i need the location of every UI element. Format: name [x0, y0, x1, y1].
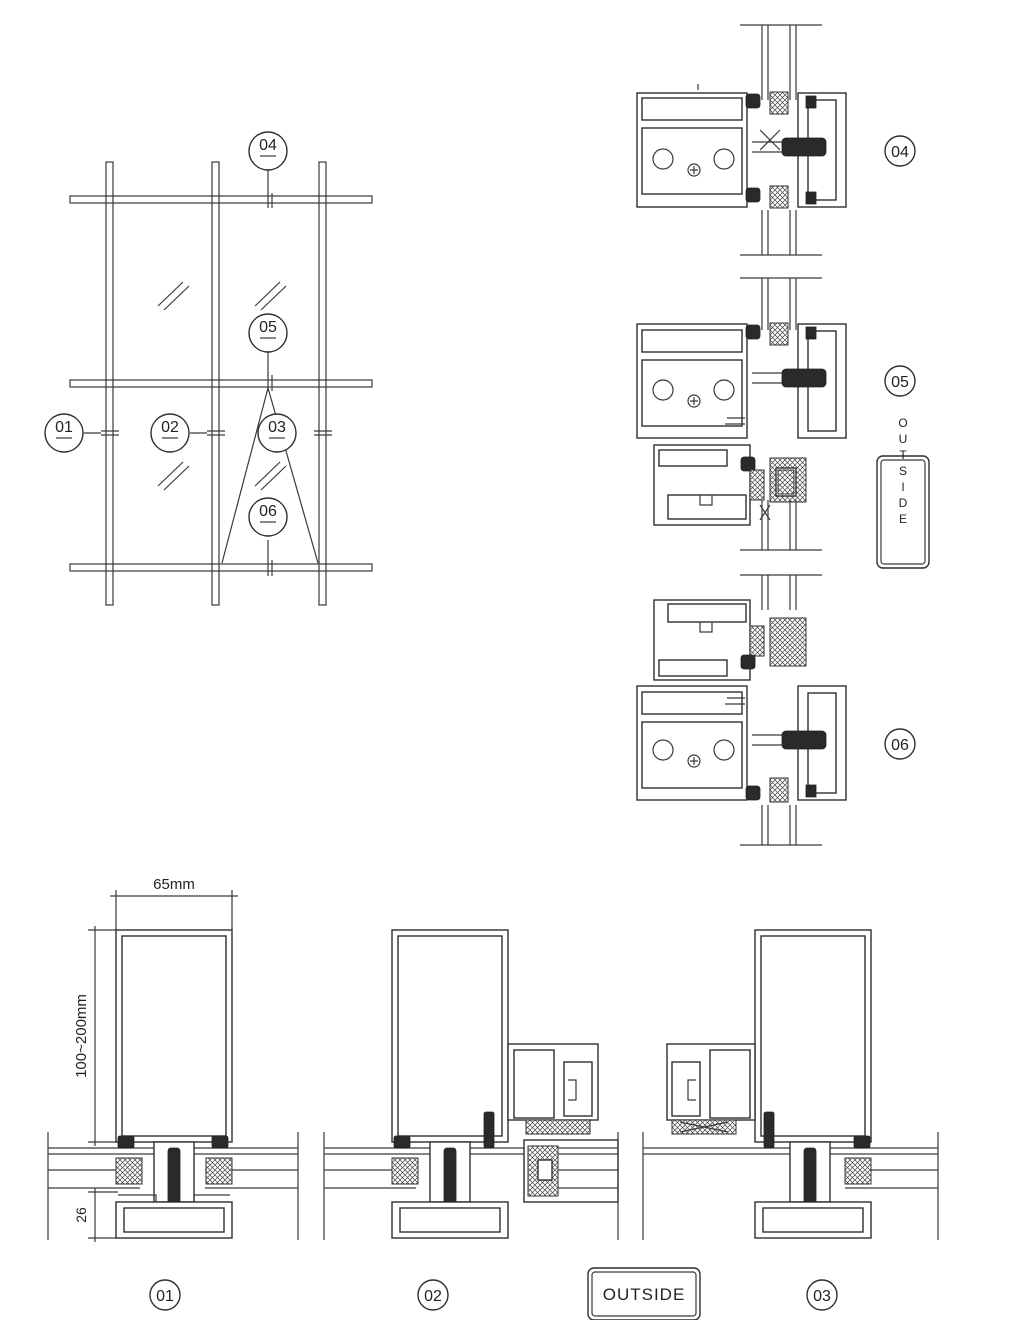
svg-text:06: 06 — [259, 503, 277, 520]
svg-text:03: 03 — [268, 419, 286, 436]
marker-04: 04 — [248, 131, 288, 171]
marker-06: 06 — [248, 497, 288, 537]
horizontal-section-02 — [323, 929, 619, 1240]
marker-01: 01 — [44, 413, 84, 453]
svg-text:02: 02 — [424, 1288, 442, 1305]
svg-text:OUTSIDE: OUTSIDE — [896, 416, 910, 528]
svg-text:04: 04 — [891, 144, 909, 161]
svg-text:01: 01 — [156, 1288, 174, 1305]
elevation-grid — [69, 161, 373, 606]
section-label-04: 04 — [884, 135, 916, 167]
dimension-depth: 100~200mm — [73, 994, 90, 1078]
vertical-section-05 — [636, 277, 847, 551]
svg-text:OUTSIDE: OUTSIDE — [603, 1285, 686, 1304]
svg-text:04: 04 — [259, 137, 277, 154]
svg-text:01: 01 — [55, 419, 73, 436]
marker-02: 02 — [150, 413, 190, 453]
section-label-06: 06 — [884, 728, 916, 760]
svg-text:02: 02 — [161, 419, 179, 436]
svg-text:03: 03 — [813, 1288, 831, 1305]
dimension-face: 26 — [73, 1207, 89, 1223]
svg-text:06: 06 — [891, 737, 909, 754]
horizontal-section-03 — [642, 929, 939, 1240]
outside-tag-vertical: OUTSIDE — [876, 416, 930, 569]
section-label-01: 01 — [149, 1279, 181, 1311]
marker-05: 05 — [248, 313, 288, 353]
vertical-section-04 — [636, 24, 847, 256]
horizontal-section-01: 65mm 100~200mm 26 — [47, 876, 299, 1242]
glass-marks — [157, 281, 287, 491]
marker-03: 03 — [257, 413, 297, 453]
svg-text:05: 05 — [259, 319, 277, 336]
section-label-05: 05 — [884, 365, 916, 397]
outside-tag-horizontal: OUTSIDE — [587, 1267, 701, 1320]
section-label-02: 02 — [417, 1279, 449, 1311]
section-label-03: 03 — [806, 1279, 838, 1311]
dimension-width: 65mm — [153, 876, 195, 893]
vertical-section-06 — [636, 574, 847, 846]
svg-text:05: 05 — [891, 374, 909, 391]
